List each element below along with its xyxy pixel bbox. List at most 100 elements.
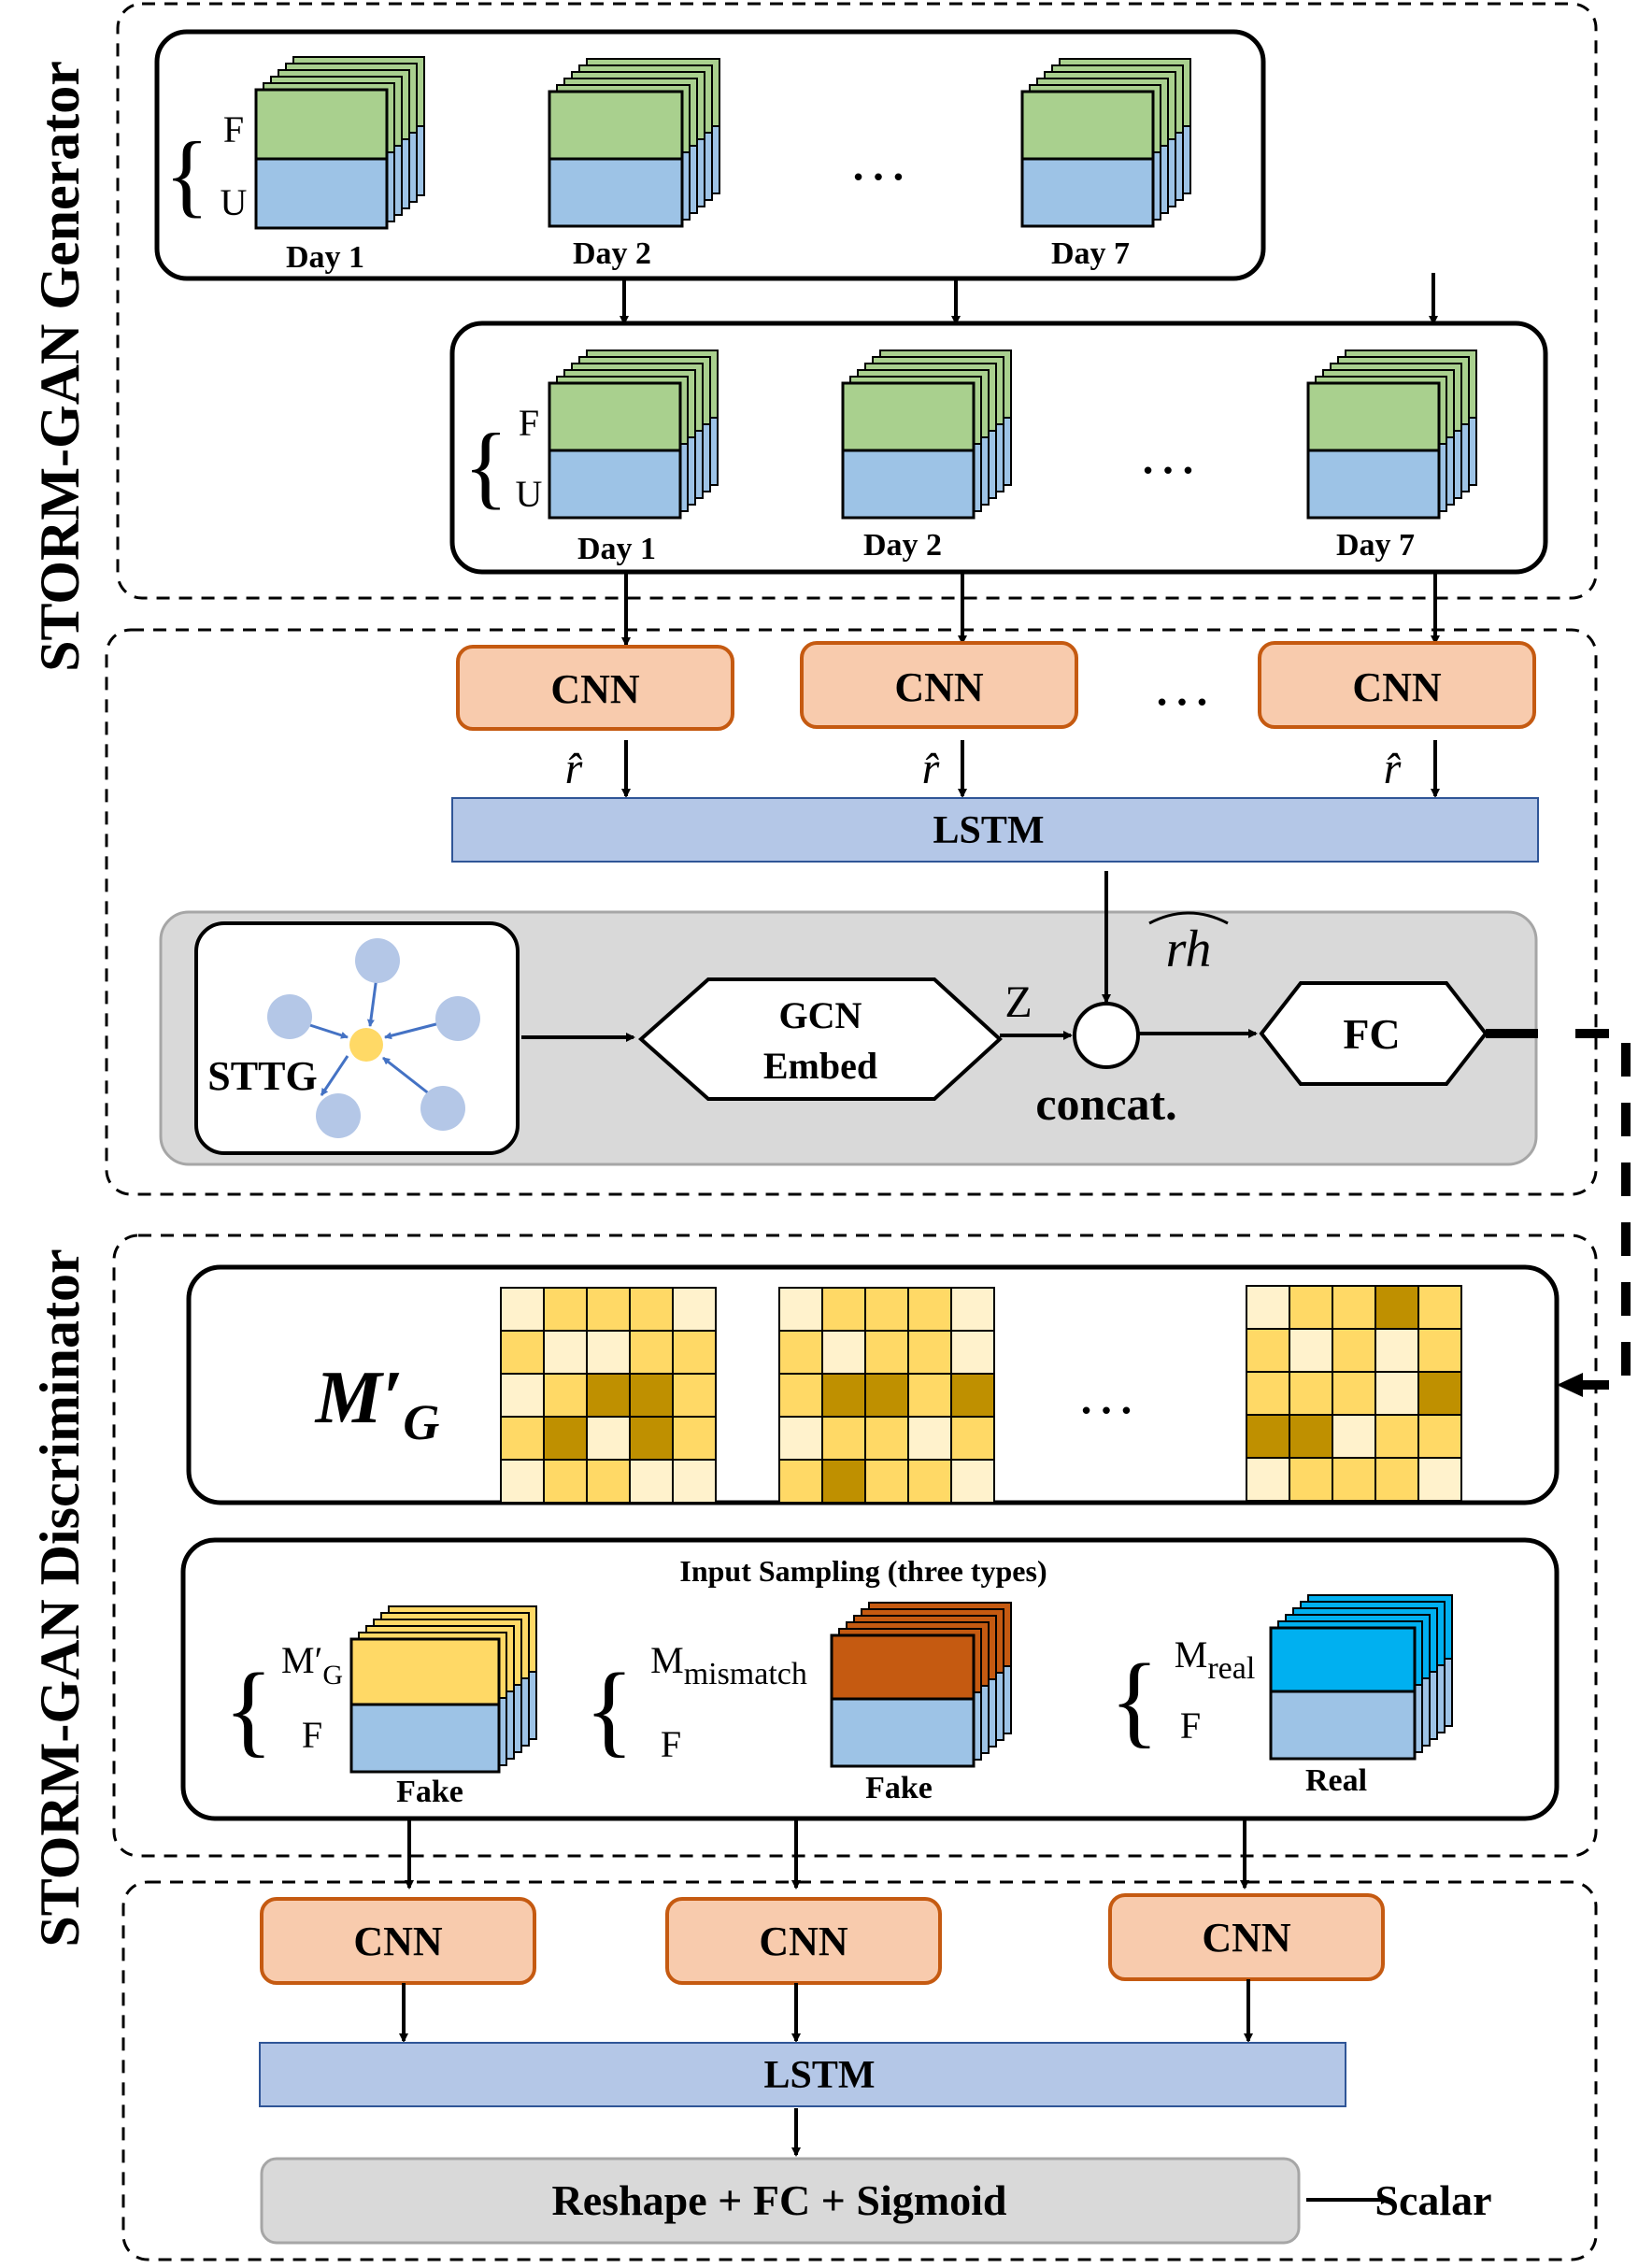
matrix-cell bbox=[907, 1416, 952, 1461]
matrix-cell bbox=[1374, 1285, 1419, 1330]
matrix-cell bbox=[778, 1330, 823, 1375]
row1-top-label: F bbox=[223, 108, 244, 150]
matrix-cell bbox=[907, 1287, 952, 1332]
mg-matrices bbox=[500, 1285, 1462, 1504]
matrix-cell bbox=[1246, 1285, 1290, 1330]
sample3-brace: { bbox=[1110, 1643, 1160, 1757]
matrix-cell bbox=[1289, 1371, 1333, 1416]
gcn-label-line2: Embed bbox=[763, 1045, 877, 1087]
fc-label: FC bbox=[1343, 1010, 1400, 1058]
input-row-2 bbox=[548, 349, 1477, 520]
matrix-cell bbox=[864, 1287, 909, 1332]
disc-cnn-2-label: CNN bbox=[759, 1919, 848, 1964]
matrix-cell bbox=[1417, 1328, 1462, 1373]
gen-cnn-2-label: CNN bbox=[894, 664, 984, 710]
matrix-cell bbox=[543, 1330, 588, 1375]
discriminator-title: STORM-GAN Discriminator bbox=[29, 1248, 91, 1947]
matrix-cell bbox=[1246, 1371, 1290, 1416]
gen-cnn-3-label: CNN bbox=[1352, 664, 1442, 710]
matrix-cell bbox=[950, 1459, 995, 1504]
matrix-cell bbox=[1374, 1371, 1419, 1416]
gen-cnn-ellipsis: … bbox=[1152, 651, 1212, 718]
matrix-cell bbox=[586, 1287, 631, 1332]
sample1-top-label: M′G bbox=[281, 1639, 343, 1690]
mg-matrix bbox=[1246, 1285, 1462, 1502]
day2-stack bbox=[841, 349, 1012, 520]
sample3-caption: Real bbox=[1305, 1763, 1367, 1798]
sttg-node bbox=[316, 1093, 361, 1138]
disc-cnn-1-label: CNN bbox=[353, 1919, 443, 1964]
day7-stack bbox=[1306, 349, 1477, 520]
generator-network-frame bbox=[105, 628, 1598, 1196]
matrix-cell bbox=[1417, 1457, 1462, 1502]
gen-cnn-1 bbox=[456, 645, 734, 731]
row2-day7-label: Day 7 bbox=[1336, 528, 1415, 563]
matrix-cell bbox=[1332, 1414, 1376, 1459]
matrix-cell bbox=[1246, 1457, 1290, 1502]
z-label: Z bbox=[1004, 977, 1032, 1027]
matrix-cell bbox=[1332, 1457, 1376, 1502]
row2-bottom-label: U bbox=[516, 473, 543, 515]
gcn-embed-block bbox=[637, 977, 1003, 1101]
matrix-cell bbox=[821, 1330, 866, 1375]
matrix-cell bbox=[778, 1416, 823, 1461]
matrix-cell bbox=[672, 1373, 717, 1418]
matrix-cell bbox=[778, 1373, 823, 1418]
sttg-label: STTG bbox=[207, 1053, 317, 1099]
row2-day1-label: Day 1 bbox=[577, 532, 656, 566]
matrix-cell bbox=[586, 1459, 631, 1504]
gen-lstm-label: LSTM bbox=[933, 809, 1044, 852]
matrix-cell bbox=[778, 1459, 823, 1504]
mg-matrix bbox=[778, 1287, 995, 1504]
matrix-cell bbox=[1374, 1414, 1419, 1459]
matrix-cell bbox=[864, 1459, 909, 1504]
matrix-cell bbox=[500, 1330, 545, 1375]
mg-matrix bbox=[500, 1287, 717, 1504]
matrix-cell bbox=[672, 1287, 717, 1332]
sample2-brace: { bbox=[585, 1652, 634, 1766]
matrix-cell bbox=[864, 1373, 909, 1418]
matrix-cell bbox=[907, 1373, 952, 1418]
matrix-cell bbox=[821, 1373, 866, 1418]
disc-cnn-1 bbox=[260, 1897, 536, 1985]
day7-stack bbox=[1020, 58, 1191, 228]
gen-cnn-3 bbox=[1258, 641, 1536, 729]
reshape-fc-sigmoid-block bbox=[260, 2157, 1301, 2245]
row1-bottom-label: U bbox=[221, 181, 248, 223]
matrix-cell bbox=[672, 1459, 717, 1504]
matrix-cell bbox=[500, 1459, 545, 1504]
matrix-cell bbox=[543, 1287, 588, 1332]
sample3-bottom-label: F bbox=[1180, 1705, 1201, 1747]
matrix-cell bbox=[586, 1416, 631, 1461]
matrix-cell bbox=[821, 1459, 866, 1504]
matrix-cell bbox=[1289, 1457, 1333, 1502]
matrix-cell bbox=[1289, 1285, 1333, 1330]
matrix-cell bbox=[821, 1287, 866, 1332]
matrix-cell bbox=[864, 1416, 909, 1461]
mg-ellipsis: … bbox=[1076, 1360, 1136, 1426]
input-samples bbox=[349, 1594, 1453, 1774]
matrix-cell bbox=[1332, 1371, 1376, 1416]
input-row-1 bbox=[254, 56, 1191, 230]
matrix-cell bbox=[950, 1287, 995, 1332]
row1-day7-label: Day 7 bbox=[1051, 236, 1130, 271]
matrix-cell bbox=[1289, 1414, 1333, 1459]
disc-lstm-label: LSTM bbox=[763, 2054, 875, 2097]
matrix-cell bbox=[500, 1287, 545, 1332]
matrix-cell bbox=[629, 1459, 674, 1504]
matrix-cell bbox=[629, 1330, 674, 1375]
matrix-cell bbox=[543, 1459, 588, 1504]
matrix-cell bbox=[586, 1373, 631, 1418]
disc-cnn-3-label: CNN bbox=[1202, 1915, 1291, 1961]
row2-ellipsis: … bbox=[1138, 420, 1198, 486]
matrix-cell bbox=[543, 1416, 588, 1461]
r-hat-2: r̂ bbox=[922, 744, 940, 793]
rh-hat-accent bbox=[1148, 911, 1229, 925]
matrix-cell bbox=[1374, 1457, 1419, 1502]
disc-cnn-2 bbox=[665, 1897, 942, 1985]
sample2-top-label: Mmismatch bbox=[650, 1639, 807, 1691]
sample-fake-mismatch-stack bbox=[830, 1602, 1012, 1768]
sample2-caption: Fake bbox=[865, 1771, 933, 1805]
concat-node bbox=[1073, 1002, 1140, 1069]
